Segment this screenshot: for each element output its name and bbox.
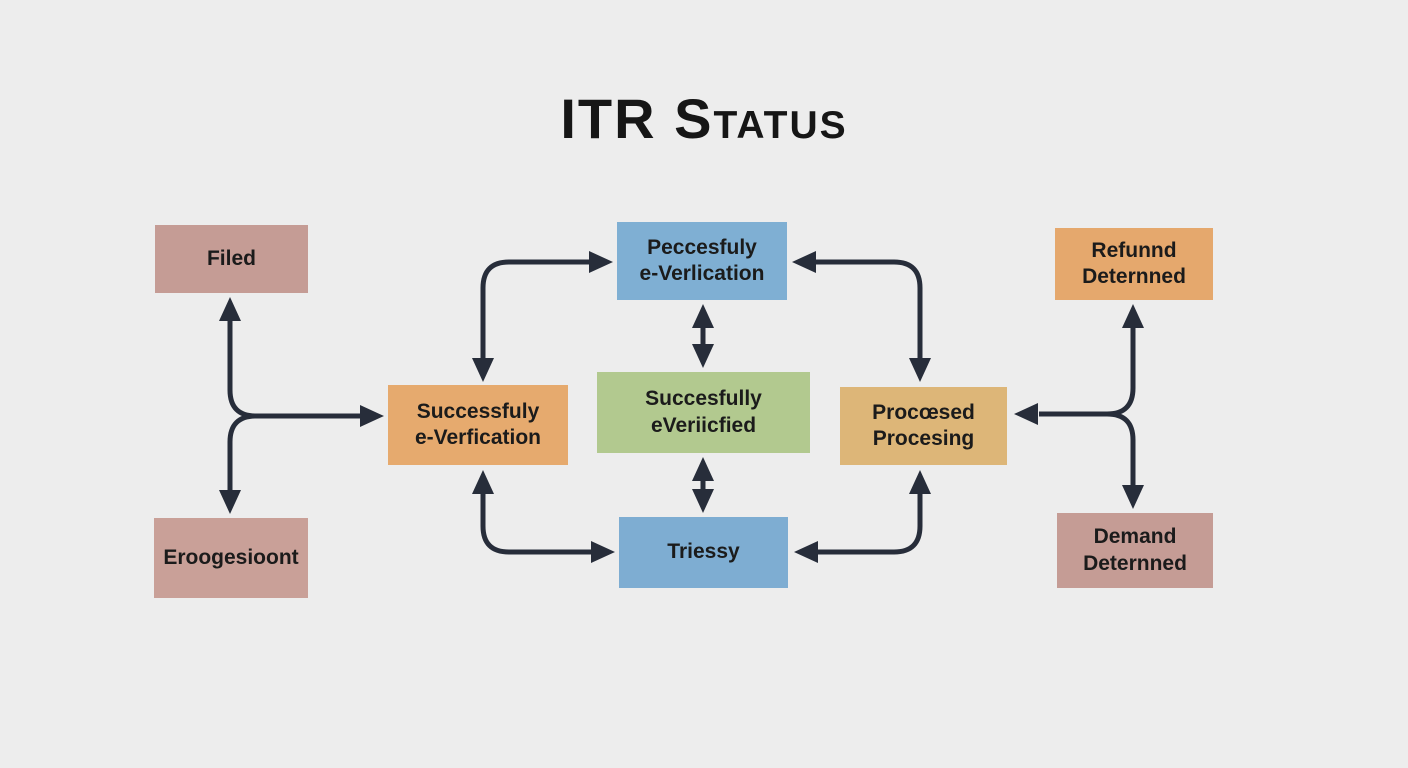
node-triessy: Triessy	[619, 517, 788, 588]
node-verified-line1: Succesfully	[645, 387, 762, 411]
diagram-title: ITR Status	[560, 87, 848, 150]
arrow-evertop-verified	[692, 304, 714, 368]
arrow-everleft-triessy	[472, 470, 615, 563]
node-triessy-label: Triessy	[667, 540, 740, 564]
node-verified-line2: eVeriicfied	[650, 413, 757, 437]
arrow-right-branch	[1014, 304, 1144, 509]
node-eroogesioont-label: Eroogesioont	[163, 545, 299, 569]
node-refund-determined: Refunnd Deternned	[1055, 228, 1213, 300]
node-everification-left-line1: Successfuly	[416, 399, 540, 423]
node-filed: Filed	[155, 225, 308, 293]
node-processed-line1: Procœsed	[872, 400, 975, 424]
node-verified: Succesfully eVeriicfied	[597, 372, 810, 453]
node-filed-label: Filed	[206, 246, 256, 270]
node-processed-line2: Procesing	[872, 427, 975, 450]
node-everification-left-line2: e-Verfication	[414, 426, 542, 449]
node-everification-left: Successfuly e-Verfication	[388, 385, 568, 465]
node-demand-determined: Demand Deternned	[1057, 513, 1213, 588]
node-refund-line2: Deternned	[1082, 265, 1186, 288]
node-processed: Procœsed Procesing	[840, 387, 1007, 465]
arrow-evertop-processed	[792, 251, 931, 382]
node-demand-line2: Deternned	[1083, 551, 1187, 575]
arrow-verified-triessy	[692, 457, 714, 513]
node-everification-top-line1: Peccesfuly	[647, 235, 757, 259]
node-demand-line1: Demand	[1093, 525, 1177, 549]
node-refund-line1: Refunnd	[1091, 238, 1177, 262]
node-everification-top: Peccesfuly e-Verlication	[617, 222, 787, 300]
arrow-processed-triessy	[794, 470, 931, 563]
arrow-everleft-evertop	[472, 251, 613, 382]
arrow-left-branch	[219, 297, 384, 514]
node-everification-top-line2: e-Verlication	[639, 262, 765, 285]
node-eroogesioont: Eroogesioont	[154, 518, 308, 598]
